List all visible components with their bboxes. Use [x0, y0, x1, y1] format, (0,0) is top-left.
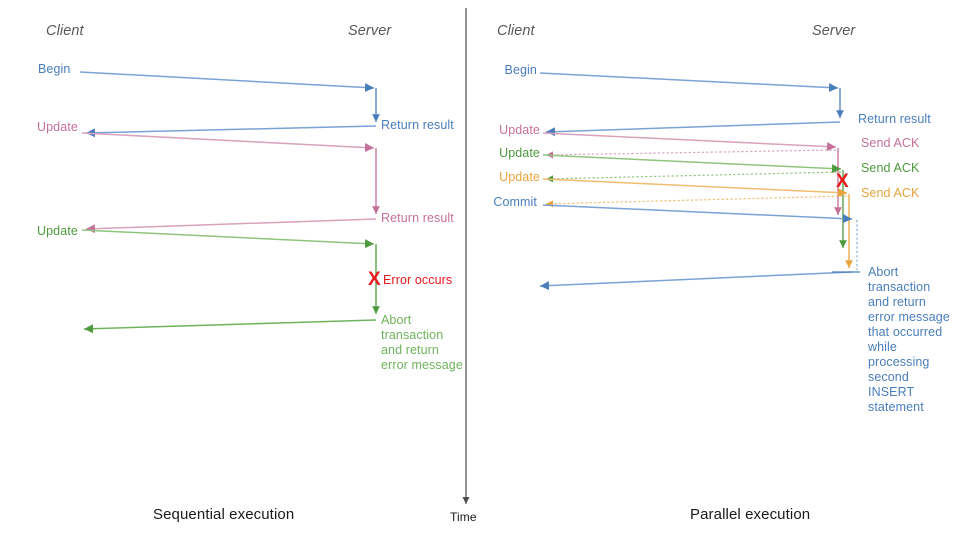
right-client-label-update-2: Update — [499, 146, 540, 160]
arrow-send-ack-3 — [545, 195, 848, 208]
arrow-update-3-request-p — [542, 178, 848, 198]
arrow-commit-request — [542, 204, 853, 224]
arrow-return-result-p — [545, 121, 841, 137]
arrow-send-ack-1 — [545, 149, 837, 159]
right-client-label-update-3: Update — [499, 170, 540, 184]
left-server-label-return-result-2: Return result — [381, 211, 454, 225]
right-server-label-abort: Abort transaction and return error messa… — [868, 265, 950, 414]
right-lane-title-client: Client — [497, 23, 535, 39]
right-client-label-update-1: Update — [499, 123, 540, 137]
left-error-x-icon: X — [368, 269, 381, 290]
right-lane-title-server: Server — [812, 23, 856, 39]
arrow-begin-request — [79, 71, 375, 93]
arrow-send-ack-2 — [545, 171, 842, 183]
left-lane-title-client: Client — [46, 23, 84, 39]
caption-sequential-execution: Sequential execution — [153, 506, 295, 523]
arrow-update-1-request — [81, 132, 375, 153]
left-client-label-update-2: Update — [37, 224, 78, 238]
right-server-label-send-ack-2: Send ACK — [861, 161, 920, 175]
right-panel-arrows — [539, 72, 860, 291]
arrow-update-1-request-p — [542, 132, 837, 152]
arrow-update-2-request — [81, 229, 375, 249]
right-server-label-return-result: Return result — [858, 112, 931, 126]
left-lane-title-server: Server — [348, 23, 392, 39]
right-client-label-begin: Begin — [504, 63, 537, 77]
time-axis-label: Time — [450, 510, 477, 524]
left-client-label-update-1: Update — [37, 120, 78, 134]
right-error-x-icon: X — [836, 171, 849, 192]
arrow-update-2-request-p — [542, 154, 842, 174]
arrow-abort-return — [83, 319, 377, 334]
arrow-begin-request-p — [539, 72, 839, 93]
right-client-label-commit: Commit — [493, 195, 537, 209]
left-server-label-error-occurs: Error occurs — [383, 273, 453, 287]
left-server-label-abort: Abort transaction and return error messa… — [381, 313, 463, 372]
left-client-label-begin: Begin — [38, 62, 71, 76]
left-server-label-return-result-1: Return result — [381, 118, 454, 132]
right-server-label-send-ack-3: Send ACK — [861, 186, 920, 200]
arrow-return-result-1 — [85, 125, 377, 138]
right-server-label-send-ack-1: Send ACK — [861, 136, 920, 150]
caption-parallel-execution: Parallel execution — [690, 506, 811, 523]
arrow-return-result-2 — [85, 218, 377, 234]
arrow-abort-return-p — [539, 271, 853, 291]
left-panel-arrows — [79, 71, 380, 334]
